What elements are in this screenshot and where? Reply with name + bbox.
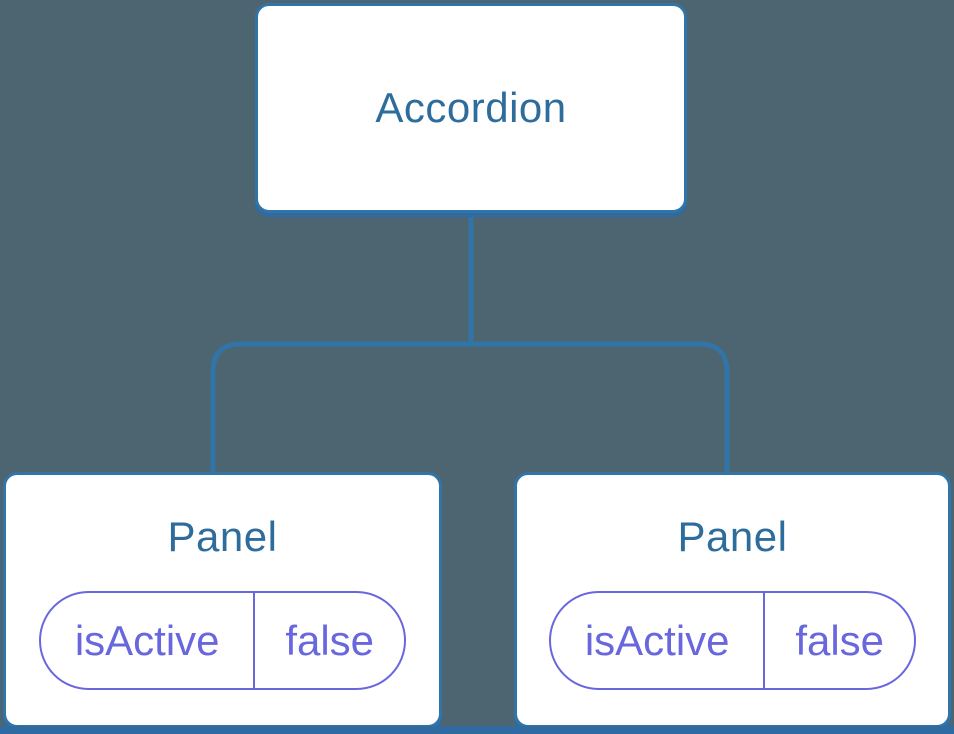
connector-branch <box>210 341 730 480</box>
state-pill: isActive false <box>549 591 916 690</box>
panel-node-left: Panel isActive false <box>3 472 442 728</box>
state-name: isActive <box>584 616 730 664</box>
baseline-strip <box>0 726 954 734</box>
state-value: false <box>763 593 914 688</box>
state-pill: isActive false <box>39 591 406 690</box>
panel-node-label: Panel <box>167 513 278 560</box>
state-name: isActive <box>74 616 220 664</box>
panel-node-label: Panel <box>677 513 788 560</box>
accordion-node-label: Accordion <box>375 84 567 131</box>
state-value: false <box>253 593 404 688</box>
panel-node-right: Panel isActive false <box>514 472 951 728</box>
accordion-node: Accordion <box>255 3 687 213</box>
